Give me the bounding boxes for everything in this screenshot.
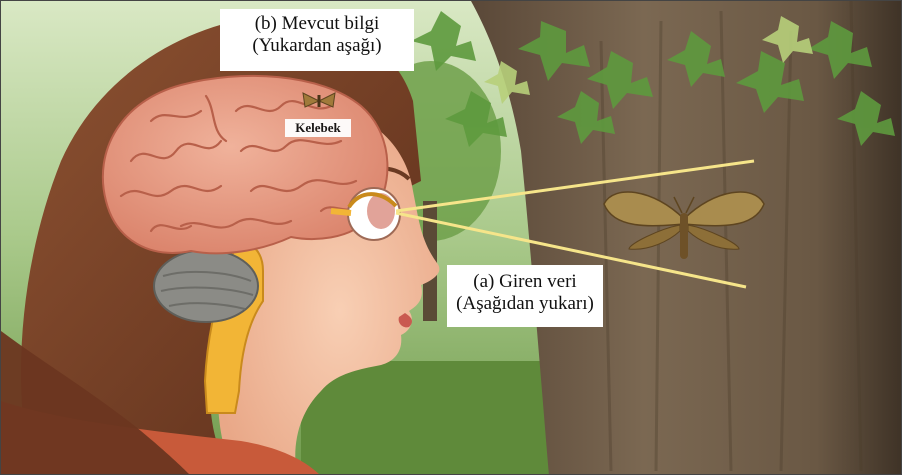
label-incoming-data-line1: (a) Giren veri (447, 271, 603, 293)
optic-nerve (331, 211, 351, 213)
cerebellum (154, 250, 258, 322)
label-incoming-data-line2: (Aşağıdan yukarı) (447, 293, 603, 315)
label-existing-knowledge: (b) Mevcut bilgi (Yukardan aşağı) (220, 9, 414, 71)
grass-ground (301, 361, 561, 475)
eye-cross-section (348, 188, 400, 240)
label-incoming-data: (a) Giren veri (Aşağıdan yukarı) (447, 265, 603, 327)
brain-butterfly-icon (303, 93, 335, 107)
label-existing-knowledge-line1: (b) Mevcut bilgi (220, 13, 414, 35)
label-butterfly: Kelebek (285, 119, 351, 137)
label-existing-knowledge-line2: (Yukardan aşağı) (220, 35, 414, 57)
brain-cerebrum (103, 76, 388, 253)
